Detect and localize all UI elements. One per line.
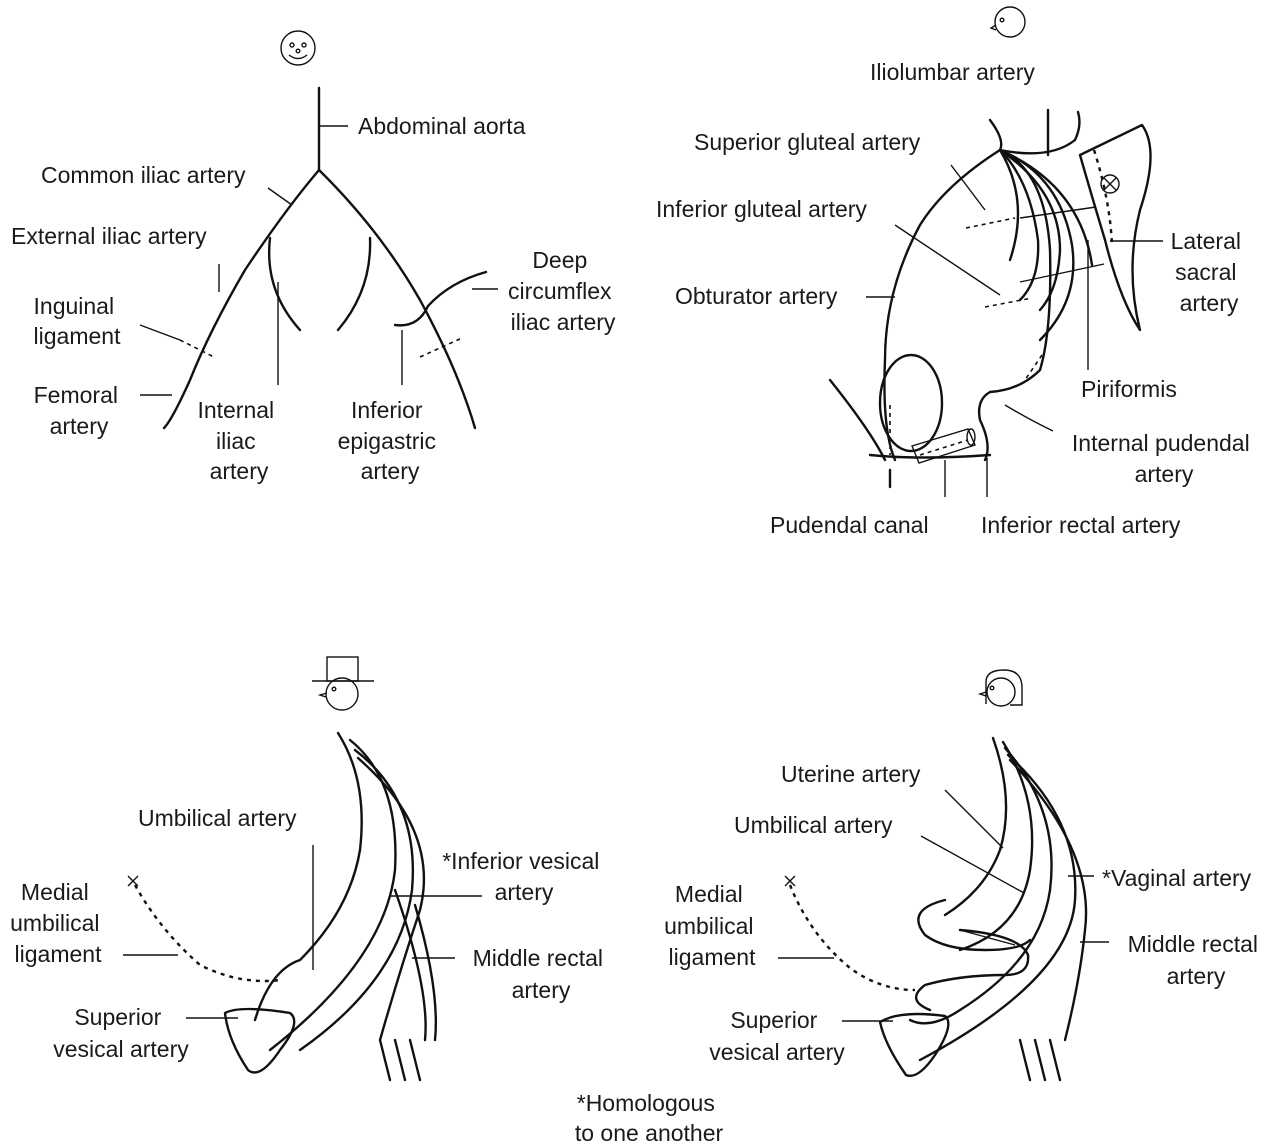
label-pudendal-canal: Pudendal canal — [770, 512, 929, 538]
label-inferior-rectal-artery: Inferior rectal artery — [981, 512, 1181, 538]
panel-1-vessels — [139, 86, 488, 430]
panel-3-leader-lines — [123, 845, 482, 1019]
panel-1-leader-lines — [140, 125, 498, 396]
label-abdominal-aorta: Abdominal aorta — [358, 113, 526, 139]
label-female-superior-vesical-artery: Superior vesical artery — [709, 1007, 845, 1065]
panel-male-view: Umbilical artery *Inferior vesical arter… — [10, 656, 610, 1082]
label-iliolumbar-artery: Iliolumbar artery — [870, 59, 1035, 85]
panel-female-view: Uterine artery Umbilical artery *Vaginal… — [664, 669, 1265, 1082]
panel-3-vessels — [127, 731, 438, 1082]
label-male-middle-rectal-artery: Middle rectal artery — [473, 945, 610, 1003]
panel-4-vessels — [784, 736, 1088, 1082]
face-front-icon — [280, 30, 316, 66]
label-female-middle-rectal-artery: Middle rectal artery — [1128, 931, 1265, 989]
label-inferior-gluteal-artery: Inferior gluteal artery — [656, 196, 867, 222]
label-obturator-artery: Obturator artery — [675, 283, 838, 309]
label-male-medial-umbilical-ligament: Medial umbilical ligament — [10, 879, 106, 967]
female-figure-icon — [977, 669, 1023, 707]
label-lateral-sacral-artery: Lateral sacral artery — [1171, 228, 1248, 316]
label-superior-gluteal-artery: Superior gluteal artery — [694, 129, 921, 155]
label-deep-circumflex-iliac-artery: Deep circumflex iliac artery — [508, 247, 618, 335]
label-external-iliac-artery: External iliac artery — [11, 223, 207, 249]
label-femoral-artery: Femoral artery — [34, 382, 125, 439]
label-piriformis: Piriformis — [1081, 376, 1177, 402]
panel-4-leader-lines — [778, 789, 1109, 1022]
panel-anterior-view: Abdominal aorta Common iliac artery Exte… — [11, 30, 618, 484]
footnote-homologous: *Homologous to one another — [575, 1090, 724, 1146]
panel-2-leader-lines — [866, 164, 1163, 497]
label-vaginal-artery: *Vaginal artery — [1102, 865, 1252, 891]
label-female-medial-umbilical-ligament: Medial umbilical ligament — [664, 881, 760, 970]
label-uterine-artery: Uterine artery — [781, 761, 921, 787]
label-common-iliac-artery: Common iliac artery — [41, 162, 246, 188]
label-female-umbilical-artery: Umbilical artery — [734, 812, 893, 838]
label-inferior-epigastric-artery: Inferior epigastric artery — [338, 397, 443, 484]
label-male-superior-vesical-artery: Superior vesical artery — [53, 1004, 189, 1062]
panel-lateral-view: Iliolumbar artery Superior gluteal arter… — [656, 6, 1256, 538]
label-internal-pudendal-artery: Internal pudendal artery — [1072, 430, 1256, 487]
label-internal-iliac-artery: Internal iliac artery — [197, 397, 280, 484]
male-figure-icon — [312, 656, 374, 711]
label-male-umbilical-artery: Umbilical artery — [138, 805, 297, 831]
label-inferior-vesical-artery: *Inferior vesical artery — [442, 848, 606, 905]
label-inguinal-ligament: Inguinal ligament — [34, 293, 122, 349]
face-side-icon — [989, 6, 1026, 38]
